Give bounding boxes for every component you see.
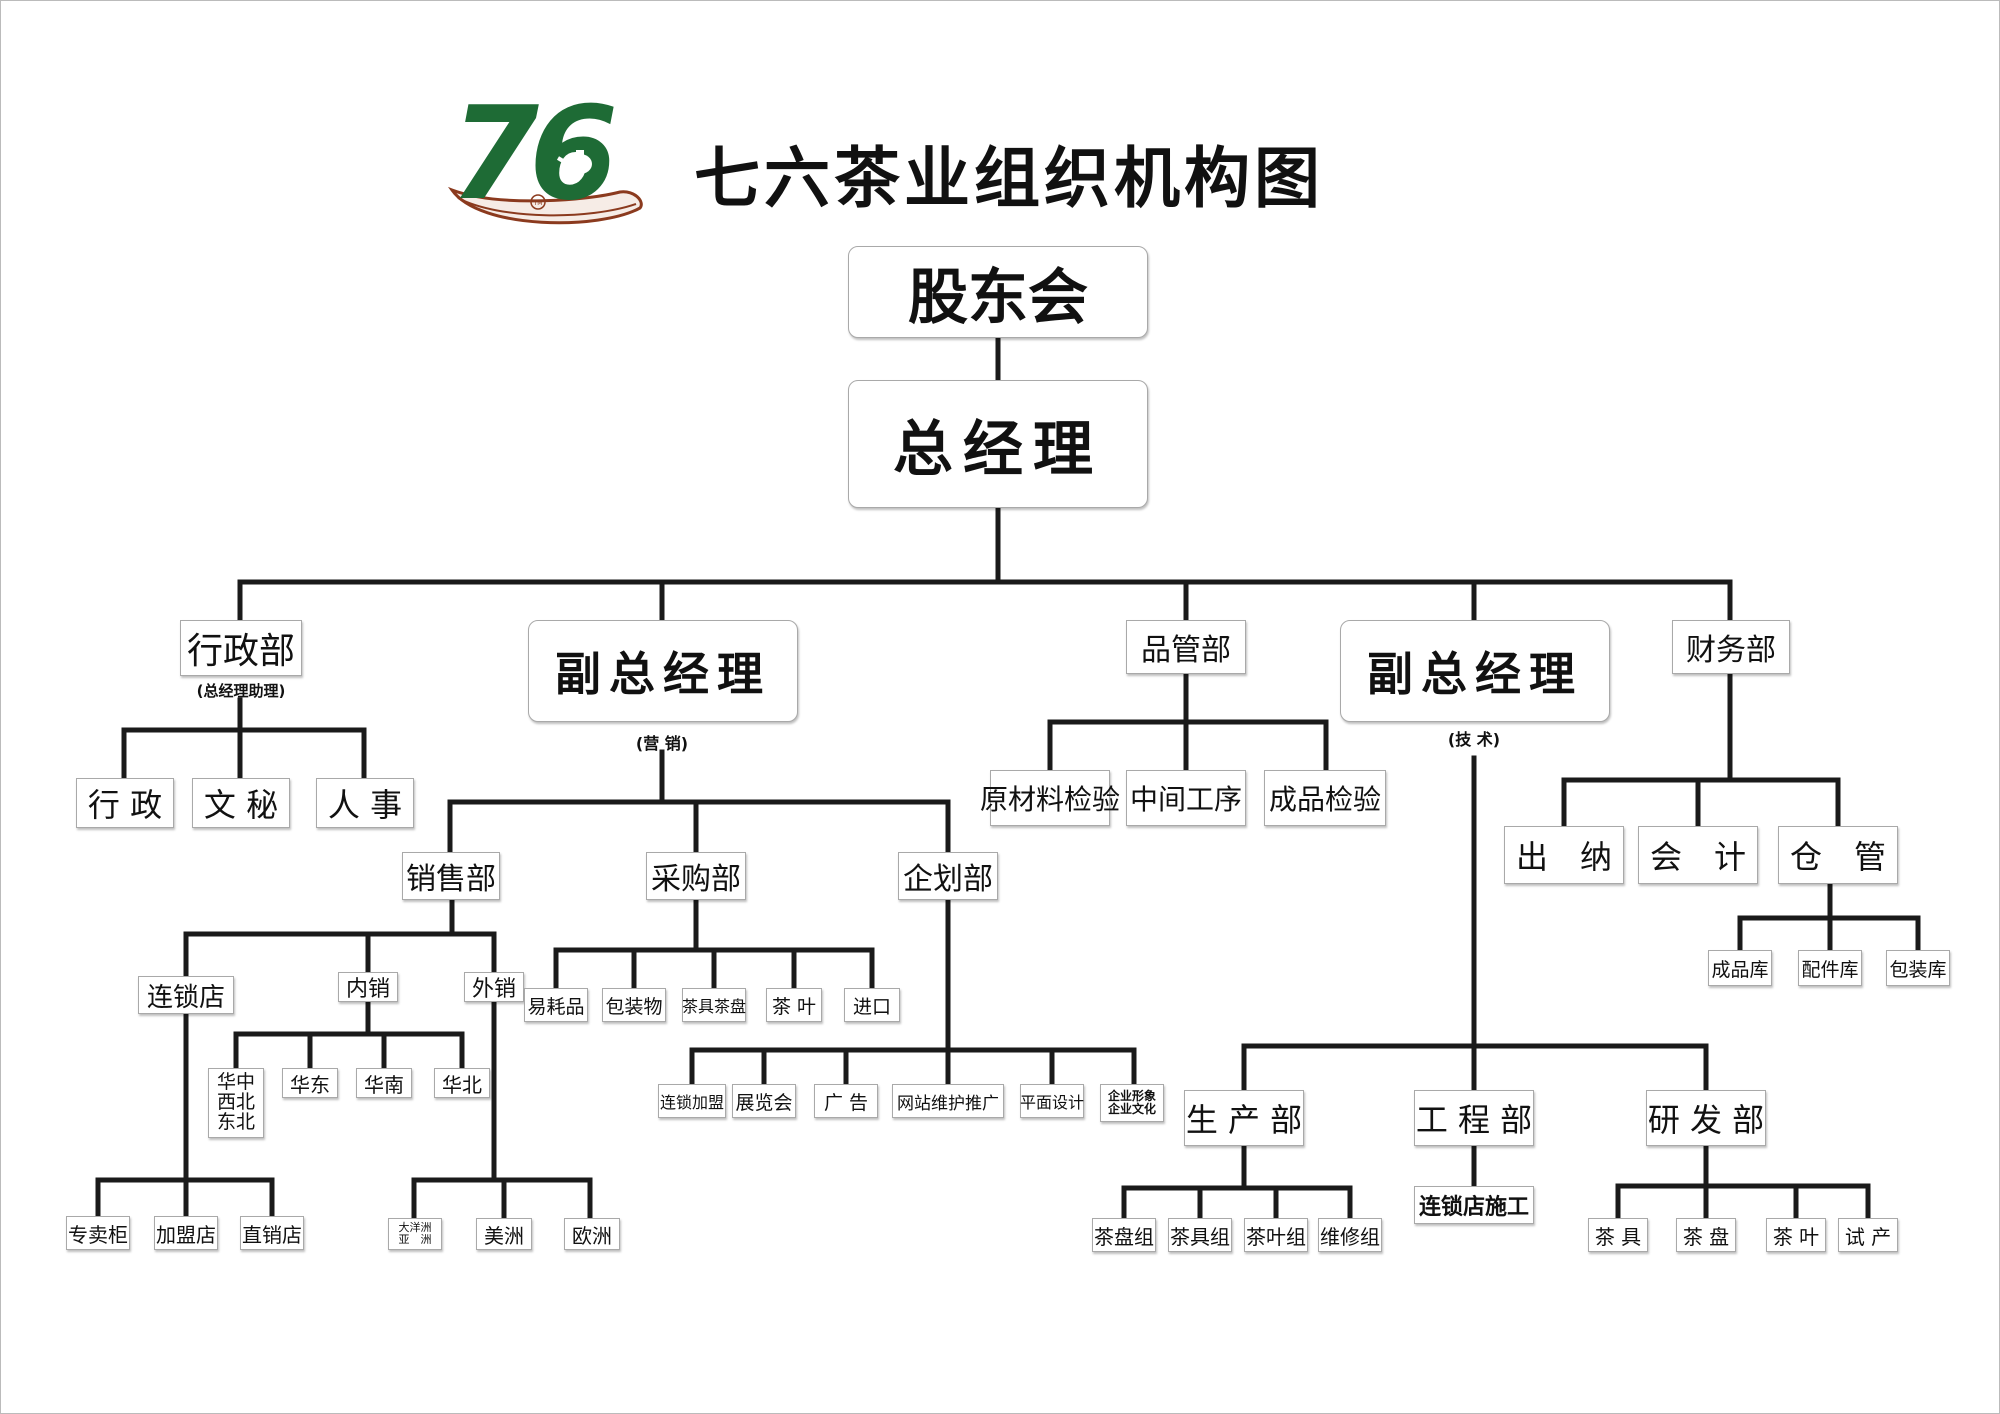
node-tea-leaf-team: 茶叶组 [1244, 1218, 1308, 1252]
node-chain-store-construction: 连锁店施工 [1414, 1186, 1534, 1224]
node-general-manager: 总经理 [848, 380, 1148, 508]
node-tea-purchase: 茶 叶 [766, 988, 822, 1022]
note-marketing: (营 销) [635, 734, 689, 753]
region-line: 东北 [216, 1110, 255, 1133]
node-website-promotion: 网站维护推广 [892, 1084, 1004, 1118]
node-packaging: 包装物 [602, 988, 666, 1022]
node-graphic-design: 平面设计 [1020, 1084, 1084, 1118]
company-logo: 76 TM [447, 80, 643, 229]
node-vp-marketing: 副总经理 [528, 620, 798, 722]
node-finance-dept: 财务部 [1672, 620, 1790, 674]
node-admin-dept: 行政部 [180, 620, 302, 676]
node-north-china: 华北 [434, 1068, 490, 1098]
node-europe: 欧洲 [564, 1218, 620, 1250]
node-vp-technical: 副总经理 [1340, 620, 1610, 722]
node-advertising: 广 告 [814, 1084, 878, 1118]
node-finished-goods-store: 成品库 [1708, 950, 1772, 986]
note-technical: (技 术) [1447, 730, 1501, 749]
node-rnd-tea-leaf: 茶 叶 [1766, 1218, 1826, 1252]
node-purchasing-dept: 采购部 [646, 852, 746, 900]
node-import: 进口 [844, 988, 900, 1022]
node-maintenance-team: 维修组 [1318, 1218, 1382, 1252]
node-direct-store: 直销店 [240, 1216, 304, 1250]
node-secretary: 文 秘 [192, 778, 290, 828]
node-americas: 美洲 [476, 1218, 532, 1250]
region-line: 大洋洲 [398, 1221, 432, 1235]
node-rnd-dept: 研 发 部 [1646, 1090, 1766, 1146]
node-cashier: 出 纳 [1504, 826, 1624, 884]
node-accounting: 会 计 [1638, 826, 1758, 884]
node-rnd-tea-tray: 茶 盘 [1676, 1218, 1736, 1252]
node-finished-product-inspection: 成品检验 [1264, 770, 1386, 826]
node-oceania-asia: 大洋洲 亚 洲 [388, 1218, 442, 1250]
planning-line: 企业文化 [1107, 1102, 1156, 1116]
node-warehouse: 仓 管 [1778, 826, 1898, 884]
node-south-china: 华南 [356, 1068, 412, 1098]
node-central-northwest-northeast: 华中 西北 东北 [208, 1068, 264, 1138]
planning-line: 企业形象 [1107, 1089, 1156, 1104]
teapot-icon [556, 150, 592, 174]
svg-text:76: 76 [450, 80, 614, 229]
node-sales-dept: 销售部 [402, 852, 500, 900]
node-intermediate-process: 中间工序 [1126, 770, 1246, 826]
node-chain-store: 连锁店 [138, 976, 234, 1014]
region-line: 西北 [216, 1091, 255, 1114]
node-rnd-teaware: 茶 具 [1588, 1218, 1648, 1252]
node-packaging-store: 包装库 [1886, 950, 1950, 986]
node-teaware-trays: 茶具茶盘 [682, 988, 746, 1022]
node-raw-material-inspection: 原材料检验 [980, 770, 1120, 826]
node-affiliate-store: 加盟店 [154, 1216, 218, 1250]
chart-title: 七六茶业组织机构图 [694, 140, 1324, 217]
node-trial-production: 试 产 [1838, 1218, 1898, 1252]
node-hr: 人 事 [316, 778, 414, 828]
node-production-dept: 生 产 部 [1184, 1090, 1304, 1146]
node-domestic-sales: 内销 [338, 972, 398, 1002]
trademark-mark: TM [533, 200, 543, 207]
node-export-sales: 外销 [464, 972, 524, 1002]
node-parts-store: 配件库 [1798, 950, 1862, 986]
node-chain-franchise: 连锁加盟 [658, 1084, 726, 1118]
note-gm-assistant: (总经理助理) [196, 682, 286, 700]
region-line: 亚 洲 [398, 1233, 432, 1246]
node-corporate-image-culture: 企业形象 企业文化 [1100, 1084, 1164, 1122]
node-planning-dept: 企划部 [898, 852, 998, 900]
node-admin: 行 政 [76, 778, 174, 828]
node-east-china: 华东 [282, 1068, 338, 1098]
node-quality-dept: 品管部 [1126, 620, 1246, 674]
region-line: 华中 [216, 1071, 255, 1094]
node-shareholders-meeting: 股东会 [848, 246, 1148, 338]
node-tea-tray-team: 茶盘组 [1092, 1218, 1156, 1252]
node-consumables: 易耗品 [524, 988, 588, 1022]
node-franchise-counter: 专卖柜 [66, 1216, 130, 1250]
node-exhibition: 展览会 [732, 1084, 796, 1118]
node-engineering-dept: 工 程 部 [1414, 1090, 1534, 1146]
node-teaware-team: 茶具组 [1168, 1218, 1232, 1252]
